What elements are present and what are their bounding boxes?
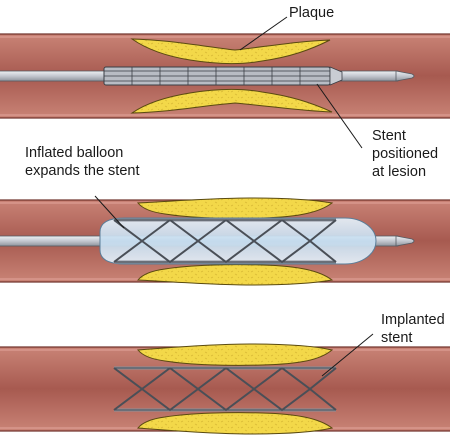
- label-implanted-line1: Implanted: [381, 312, 445, 328]
- stent-crimped: [103, 66, 343, 86]
- label-plaque: Plaque: [289, 5, 334, 21]
- leader-line-stent: [316, 83, 363, 149]
- leader-line-plaque: [239, 16, 288, 51]
- label-balloon: Inflated balloon expands the stent: [25, 145, 139, 179]
- label-implanted-line2: stent: [381, 330, 412, 346]
- label-stent-line1: Stent: [372, 128, 406, 144]
- panel-stent-positioned: Plaque Stent positioned at lesion: [0, 5, 450, 180]
- label-balloon-line1: Inflated balloon: [25, 145, 123, 161]
- label-balloon-line2: expands the stent: [25, 163, 139, 179]
- catheter-tip: [395, 235, 415, 247]
- plaque-bottom: [130, 88, 333, 114]
- stent-expanded: [113, 218, 337, 264]
- panel-implanted-stent: Implanted stent: [0, 312, 450, 435]
- label-stent-line2: positioned: [372, 146, 438, 162]
- plaque-bottom: [137, 264, 334, 286]
- plaque-top: [137, 197, 334, 219]
- catheter-tip: [395, 70, 415, 82]
- panel-balloon-inflated: Inflated balloon expands the stent: [0, 145, 450, 286]
- label-stent-positioned: Stent positioned at lesion: [372, 128, 442, 180]
- plaque-bottom: [137, 412, 334, 435]
- leader-line-implanted: [321, 333, 374, 377]
- plaque-top: [137, 343, 334, 366]
- leader-line-balloon: [94, 195, 125, 229]
- plaque-top: [130, 38, 331, 65]
- label-stent-line3: at lesion: [372, 164, 426, 180]
- stent-implanted: [113, 366, 337, 412]
- label-implanted: Implanted stent: [381, 312, 449, 346]
